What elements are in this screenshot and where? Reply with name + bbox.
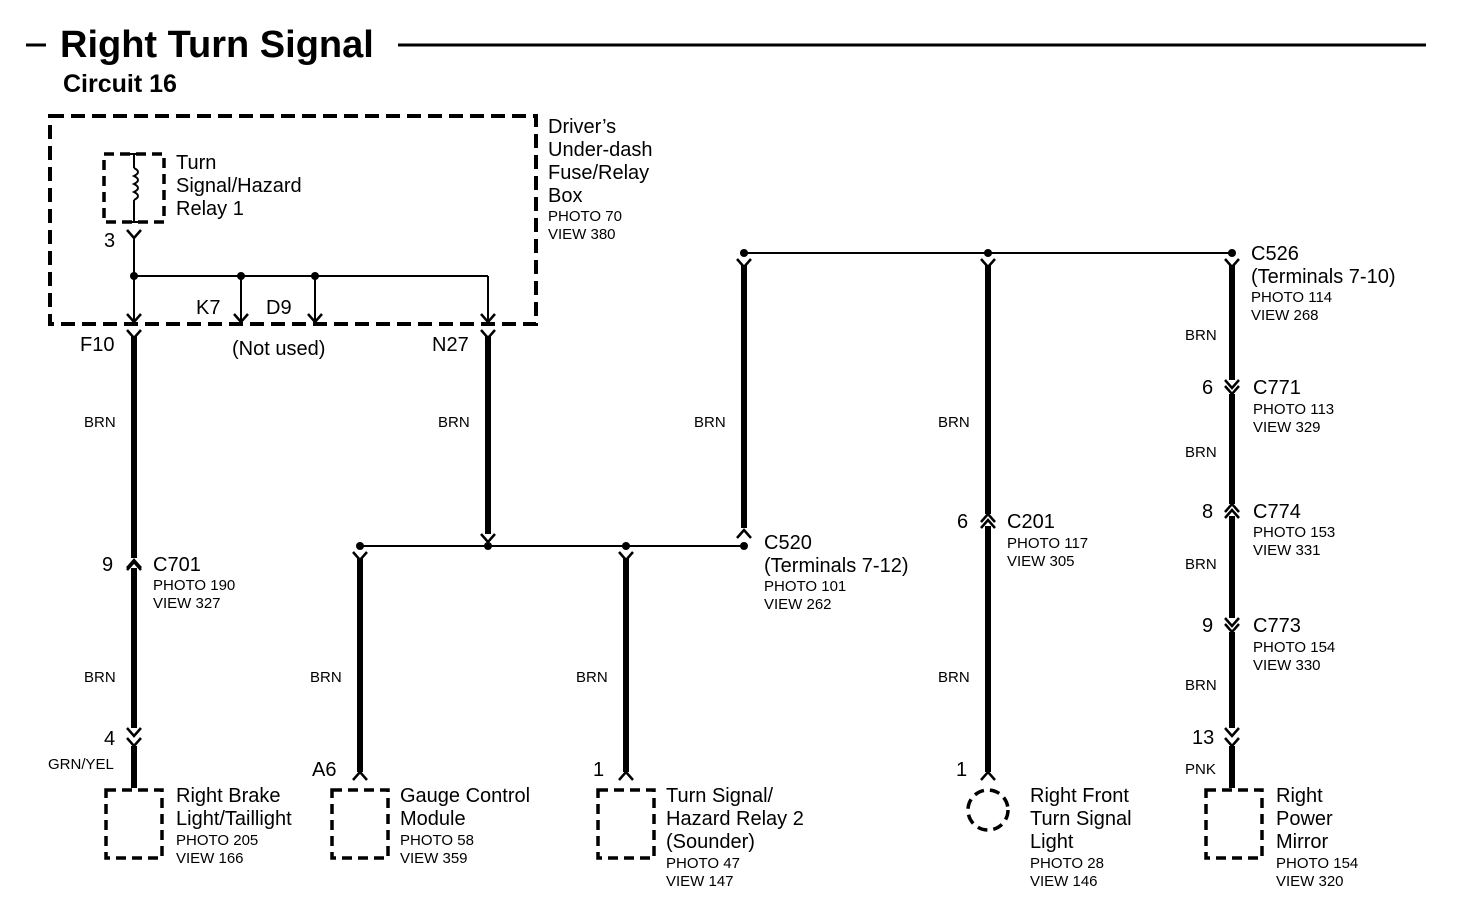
brake-light-photo: PHOTO 205: [176, 832, 258, 849]
mirror-pin: 13: [1192, 727, 1214, 749]
front-light-bulb-icon: [966, 788, 1010, 832]
gauge-pin: A6: [312, 759, 336, 781]
pin-f10: F10: [80, 334, 114, 356]
fuse-box-label: Driver’s Under-dash Fuse/Relay Box: [548, 116, 658, 207]
relay-2-photo: PHOTO 47: [666, 855, 740, 872]
brake-light-symbol: [104, 788, 164, 860]
gauge-photo: PHOTO 58: [400, 832, 474, 849]
gauge-label: Gauge Control Module: [400, 785, 536, 830]
c520-photo: PHOTO 101: [764, 578, 846, 595]
c771-photo: PHOTO 113: [1253, 401, 1334, 418]
wire-color-brn: BRN: [938, 669, 970, 686]
c773-connector: [1224, 617, 1240, 628]
c774-photo: PHOTO 153: [1253, 524, 1335, 541]
wire-color-brn: BRN: [1185, 327, 1217, 344]
wire-color-brn: BRN: [310, 669, 342, 686]
c773-view: VIEW 330: [1253, 657, 1321, 674]
relay-2-symbol: [596, 788, 656, 860]
c520-view: VIEW 262: [764, 596, 832, 613]
c774-name: C774: [1253, 501, 1301, 523]
c773-name: C773: [1253, 615, 1301, 637]
wire-color-brn: BRN: [1185, 556, 1217, 573]
gauge-view: VIEW 359: [400, 850, 468, 867]
c520-name: C520: [764, 532, 812, 554]
wire-color-brn: BRN: [84, 669, 116, 686]
relay-1-pin: 3: [104, 230, 115, 252]
c526-photo: PHOTO 114: [1251, 289, 1332, 306]
c526-view: VIEW 268: [1251, 307, 1319, 324]
not-used-label: (Not used): [232, 338, 325, 360]
relay-1-symbol: [102, 152, 166, 224]
brake-light-label: Right Brake Light/Taillight: [176, 785, 292, 830]
fuse-box-photo: PHOTO 70: [548, 208, 622, 225]
relay-1-label: Turn Signal/Hazard Relay 1: [176, 152, 307, 220]
c701-name: C701: [153, 554, 201, 576]
c701-connector: [126, 558, 142, 569]
front-light-photo: PHOTO 28: [1030, 855, 1104, 872]
relay-2-label: Turn Signal/ Hazard Relay 2 (Sounder): [666, 785, 809, 853]
c526-terminals: (Terminals 7-10): [1251, 266, 1395, 288]
wire-color-grn-yel: GRN/YEL: [48, 756, 114, 773]
mirror-symbol: [1204, 788, 1264, 860]
wire-color-pnk: PNK: [1185, 761, 1216, 778]
wire-color-brn: BRN: [1185, 677, 1217, 694]
c771-connector: [1224, 379, 1240, 390]
c773-pin: 9: [1202, 615, 1213, 637]
pin-n27: N27: [432, 334, 469, 356]
c774-pin: 8: [1202, 501, 1213, 523]
pin-k7: K7: [196, 297, 220, 319]
relay-2-pin: 1: [593, 759, 604, 781]
c201-connector: [980, 518, 996, 529]
c520-terminals: (Terminals 7-12): [764, 555, 908, 577]
relay-1-terminal: [126, 229, 142, 240]
c201-pin: 6: [957, 511, 968, 533]
brake-light-view: VIEW 166: [176, 850, 244, 867]
brake-light-pin: 4: [104, 728, 115, 750]
page-title: Right Turn Signal: [60, 24, 374, 66]
c201-name: C201: [1007, 511, 1055, 533]
front-light-view: VIEW 146: [1030, 873, 1098, 890]
wire-color-brn: BRN: [438, 414, 470, 431]
c774-view: VIEW 331: [1253, 542, 1321, 559]
mirror-view: VIEW 320: [1276, 873, 1344, 890]
fuse-relay-box-outline: [48, 114, 538, 326]
gauge-module-symbol: [330, 788, 390, 860]
relay-2-view: VIEW 147: [666, 873, 734, 890]
front-light-label: Right Front Turn Signal Light: [1030, 785, 1137, 853]
c771-view: VIEW 329: [1253, 419, 1321, 436]
wire-color-brn: BRN: [694, 414, 726, 431]
c201-view: VIEW 305: [1007, 553, 1075, 570]
c773-photo: PHOTO 154: [1253, 639, 1335, 656]
wire-color-brn: BRN: [84, 414, 116, 431]
pin-d9: D9: [266, 297, 292, 319]
c771-name: C771: [1253, 377, 1301, 399]
c701-pin: 9: [102, 554, 113, 576]
c771-pin: 6: [1202, 377, 1213, 399]
circuit-label: Circuit 16: [63, 70, 177, 98]
c201-photo: PHOTO 117: [1007, 535, 1088, 552]
c701-photo: PHOTO 190: [153, 577, 235, 594]
c774-connector: [1224, 502, 1240, 513]
wire-color-brn: BRN: [576, 669, 608, 686]
wire-color-brn: BRN: [1185, 444, 1217, 461]
wire-color-brn: BRN: [938, 414, 970, 431]
fuse-box-view: VIEW 380: [548, 226, 616, 243]
mirror-photo: PHOTO 154: [1276, 855, 1358, 872]
front-light-pin: 1: [956, 759, 967, 781]
c701-view: VIEW 327: [153, 595, 221, 612]
c520-connector: [736, 528, 752, 539]
mirror-label: Right Power Mirror: [1276, 785, 1338, 853]
c526-name: C526: [1251, 243, 1299, 265]
